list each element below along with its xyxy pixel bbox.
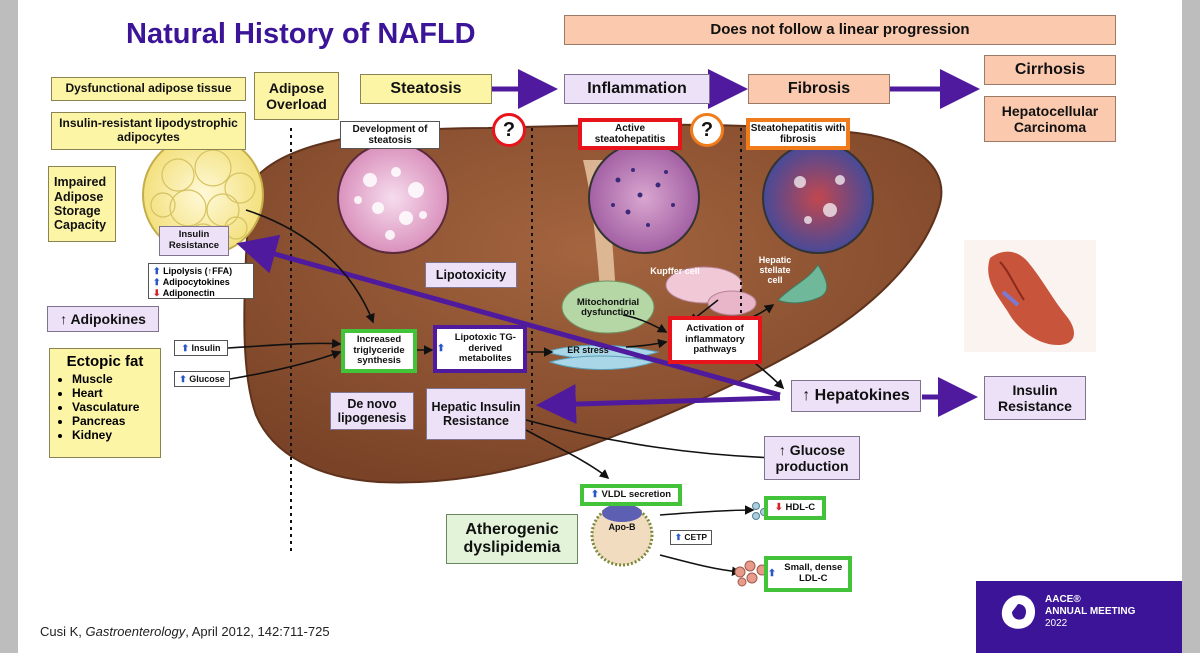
hepatic-insulin-resistance-label: Hepatic Insulin Resistance: [426, 388, 526, 440]
lipotoxicity-label: Lipotoxicity: [425, 262, 517, 288]
stellate-cell-label: Hepatic stellate cell: [758, 255, 792, 285]
impaired-adipose-capacity-label: Impaired Adipose Storage Capacity: [48, 166, 116, 242]
vldl-secretion-box: ⬆ VLDL secretion: [580, 484, 682, 506]
liver-diagram-graphic: [142, 69, 1182, 653]
ectopic-fat-title: Ectopic fat: [66, 353, 144, 370]
page-title: Natural History of NAFLD: [126, 18, 476, 50]
dysfunctional-adipose-label: Dysfunctional adipose tissue: [51, 77, 246, 101]
nonlinear-banner: Does not follow a linear progression: [564, 15, 1116, 45]
citation: Cusi K, Gastroenterology, April 2012, 14…: [40, 624, 330, 639]
ectopic-fat-list: Muscle Heart Vasculature Pancreas Kidney: [56, 372, 154, 442]
insulin-resistance-adipose-label: Insulin Resistance: [159, 226, 229, 256]
hepatokines-box: ↑ Hepatokines: [791, 380, 921, 412]
hcc-stage: Hepatocellular Carcinoma: [984, 96, 1116, 142]
steatosis-stage: Steatosis: [360, 74, 492, 104]
adipocytokines-item: ⬆ Adipocytokines: [153, 276, 230, 287]
inflammatory-pathways-box: Activation of inflammatory pathways: [668, 316, 762, 364]
lipolysis-item: ⬆ Lipolysis (↑FFA): [153, 266, 233, 276]
er-stress-label: ER stress: [567, 345, 609, 355]
slide: Natural History of NAFLD Does not follow…: [18, 0, 1182, 653]
insulin-input-box: ⬆ Insulin: [174, 340, 228, 356]
glucose-production-box: ↑ Glucose production: [764, 436, 860, 480]
adiponectin-item: ⬇ Adiponectin: [153, 287, 215, 298]
ectopic-item: Muscle: [72, 372, 154, 386]
active-steatohepatitis-label: Active steatohepatitis: [578, 118, 682, 150]
apob-label: Apo-B: [608, 522, 636, 532]
ectopic-item: Heart: [72, 386, 154, 400]
mitochondrial-dysfunction-label: Mitochondrial dysfunction: [576, 297, 640, 319]
de-novo-lipogenesis-label: De novo lipogenesis: [330, 392, 414, 430]
increased-tg-synthesis-box: Increased triglyceride synthesis: [341, 329, 417, 373]
muscle-insulin-resistance-box: Insulin Resistance: [984, 376, 1086, 420]
fibrosis-stage: Fibrosis: [748, 74, 890, 104]
insulin-resistant-adipocytes-label: Insulin-resistant lipodystrophic adipocy…: [51, 112, 246, 150]
development-steatosis-label: Development of steatosis: [340, 121, 440, 149]
hdl-box: ⬇ HDL-C: [764, 496, 826, 520]
steatohepatitis-fibrosis-label: Steatohepatitis with fibrosis: [746, 118, 850, 150]
adipose-overload-stage: Adipose Overload: [254, 72, 339, 120]
ldl-box: ⬆ Small, dense LDL-C: [764, 556, 852, 592]
ectopic-item: Pancreas: [72, 414, 154, 428]
inflammation-stage: Inflammation: [564, 74, 710, 104]
glucose-input-box: ⬆ Glucose: [174, 371, 230, 387]
cetp-box: ⬆ CETP: [670, 530, 712, 545]
lipotoxic-metabolites-box: ⬆ Lipotoxic TG-derived metabolites: [433, 325, 527, 373]
ectopic-item: Vasculature: [72, 400, 154, 414]
aace-logo-text: AACE® ANNUAL MEETING 2022: [1045, 594, 1136, 629]
adipokines-box: ↑ Adipokines: [47, 306, 159, 332]
adipose-effects-box: ⬆ Lipolysis (↑FFA) ⬆ Adipocytokines ⬇ Ad…: [148, 263, 254, 299]
ectopic-item: Kidney: [72, 428, 154, 442]
kupffer-cell-label: Kupffer cell: [650, 266, 700, 276]
ectopic-fat-box: Ectopic fat Muscle Heart Vasculature Pan…: [49, 348, 161, 458]
question-mark-1: ?: [492, 113, 526, 147]
atherogenic-dyslipidemia-box: Atherogenic dyslipidemia: [446, 514, 578, 564]
cirrhosis-stage: Cirrhosis: [984, 55, 1116, 85]
question-mark-2: ?: [690, 113, 724, 147]
